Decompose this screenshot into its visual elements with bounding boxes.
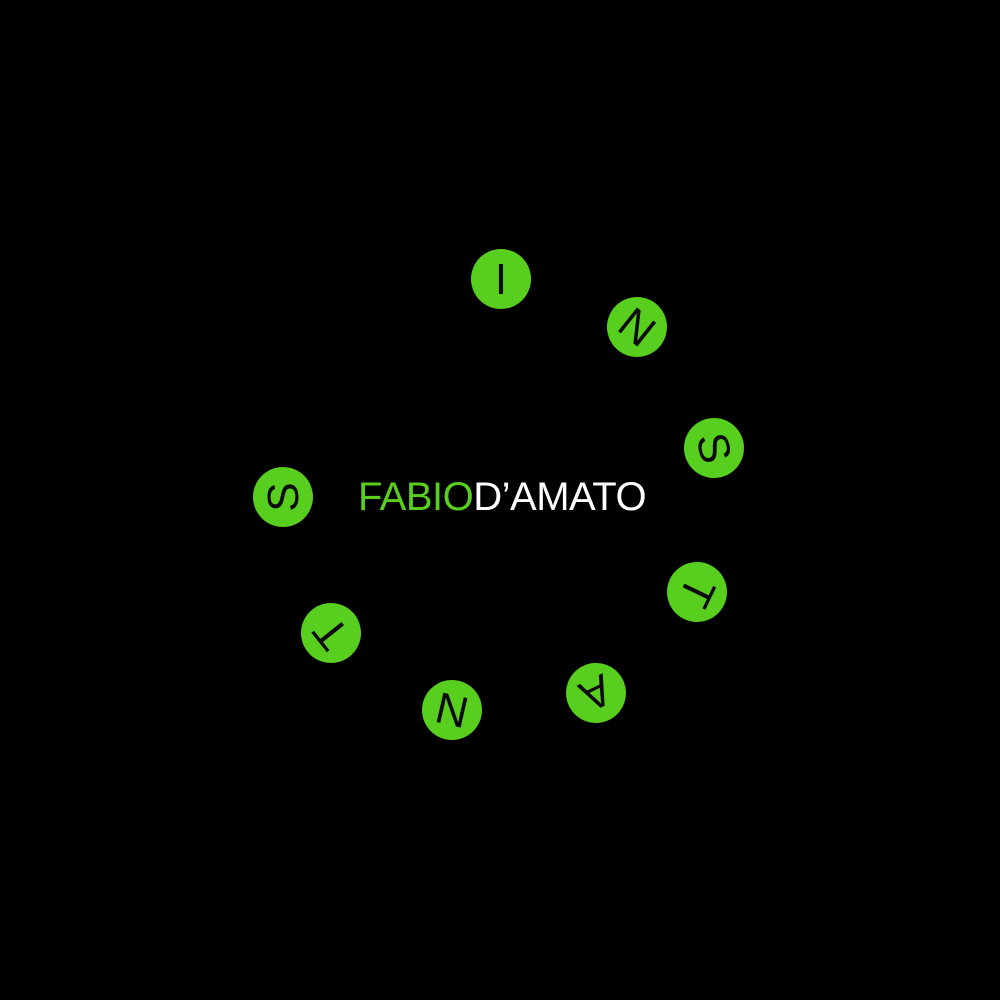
ring-letter-dot: S [677, 412, 750, 485]
ring-letter: S [259, 482, 308, 512]
artist-last-name: D’AMATO [473, 475, 647, 519]
artist-title: FABIOD’AMATO [357, 475, 647, 519]
ring-letter-dot: I [471, 249, 531, 309]
ring-letter-dot: T [288, 590, 373, 676]
ring-letter-dot: N [416, 673, 489, 746]
ring-letter: A [571, 664, 620, 722]
ring-letter: T [303, 606, 359, 659]
ring-letter: S [685, 428, 741, 469]
ring-letter-dot: N [594, 284, 680, 369]
ring-letter: T [669, 568, 725, 615]
ring-letter: N [608, 297, 665, 357]
ring-letter-dot: A [555, 653, 636, 734]
ring-letter-dot: S [253, 467, 313, 527]
ring-letter: I [494, 255, 508, 304]
ring-letter-dot: T [657, 551, 738, 632]
ring-letter: N [431, 681, 474, 737]
artist-first-name: FABIO [357, 475, 474, 519]
